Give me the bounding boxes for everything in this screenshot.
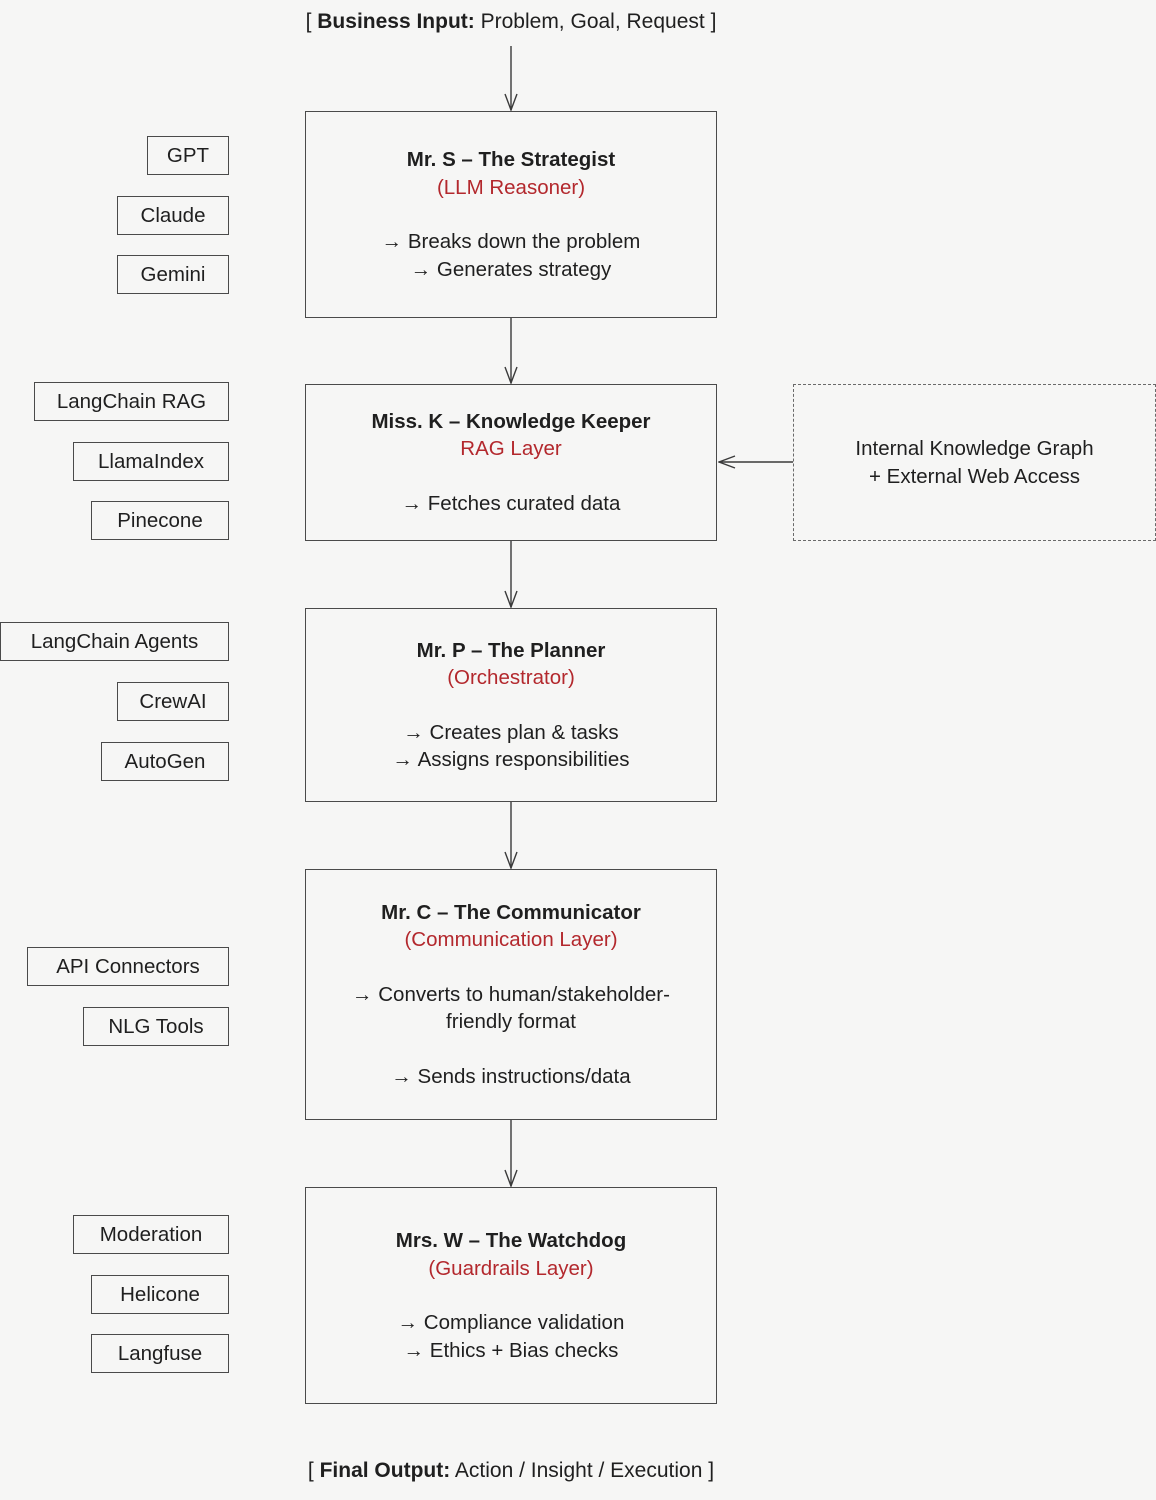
tool-tag-langchain-rag: LangChain RAG bbox=[34, 382, 229, 421]
box-title: Mr. C – The Communicator bbox=[381, 900, 641, 924]
box-title: Miss. K – Knowledge Keeper bbox=[371, 409, 651, 433]
planner-box: Mr. P – The Planner (Orchestrator) → Cre… bbox=[305, 608, 717, 802]
source-line: + External Web Access bbox=[869, 464, 1080, 488]
tool-tag-crewai: CrewAI bbox=[117, 682, 229, 721]
box-subtitle: (Communication Layer) bbox=[404, 928, 618, 952]
source-line: Internal Knowledge Graph bbox=[855, 436, 1094, 460]
tool-tag-langchain-agents: LangChain Agents bbox=[0, 622, 229, 661]
box-title: Mr. S – The Strategist bbox=[406, 148, 616, 171]
box-line: → Breaks down the problem bbox=[381, 230, 641, 253]
communicator-box: Mr. C – The Communicator (Communication … bbox=[305, 869, 717, 1120]
box-subtitle: (Guardrails Layer) bbox=[428, 1256, 594, 1280]
box-line: → Sends instructions/data bbox=[391, 1064, 631, 1088]
knowledge-keeper-box: Miss. K – Knowledge Keeper RAG Layer → F… bbox=[305, 384, 717, 541]
box-line: → Generates strategy bbox=[410, 257, 612, 281]
box-line: → Compliance validation bbox=[397, 1311, 625, 1334]
box-line: → Converts to human/stakeholder- bbox=[352, 982, 670, 1006]
box-subtitle: (LLM Reasoner) bbox=[436, 175, 586, 199]
box-line: → Fetches curated data bbox=[401, 491, 621, 515]
box-subtitle: (Orchestrator) bbox=[447, 666, 575, 689]
box-subtitle: RAG Layer bbox=[460, 437, 562, 461]
tool-tag-gpt: GPT bbox=[147, 136, 229, 175]
box-line: → Assigns responsibilities bbox=[392, 748, 630, 771]
strategist-box: Mr. S – The Strategist (LLM Reasoner) → … bbox=[305, 111, 717, 318]
tool-tag-nlg-tools: NLG Tools bbox=[83, 1007, 229, 1046]
knowledge-source-box: Internal Knowledge Graph + External Web … bbox=[793, 384, 1156, 541]
business-input-label: [ Business Input: Problem, Goal, Request… bbox=[305, 10, 717, 33]
tool-tag-moderation: Moderation bbox=[73, 1215, 229, 1254]
final-output-label: [ Final Output: Action / Insight / Execu… bbox=[307, 1459, 715, 1482]
tool-tag-autogen: AutoGen bbox=[101, 742, 229, 781]
box-line: → Creates plan & tasks bbox=[403, 720, 619, 744]
tool-tag-claude: Claude bbox=[117, 196, 229, 235]
tool-tag-api-connectors: API Connectors bbox=[27, 947, 229, 986]
tool-tag-pinecone: Pinecone bbox=[91, 501, 229, 540]
tool-tag-llamaindex: LlamaIndex bbox=[73, 442, 229, 481]
tool-tag-langfuse: Langfuse bbox=[91, 1334, 229, 1373]
box-line: → Ethics + Bias checks bbox=[403, 1338, 619, 1362]
watchdog-box: Mrs. W – The Watchdog (Guardrails Layer)… bbox=[305, 1187, 717, 1404]
box-title: Mrs. W – The Watchdog bbox=[395, 1229, 627, 1252]
tool-tag-helicone: Helicone bbox=[91, 1275, 229, 1314]
box-title: Mr. P – The Planner bbox=[416, 638, 606, 662]
box-line: friendly format bbox=[446, 1010, 576, 1034]
tool-tag-gemini: Gemini bbox=[117, 255, 229, 294]
